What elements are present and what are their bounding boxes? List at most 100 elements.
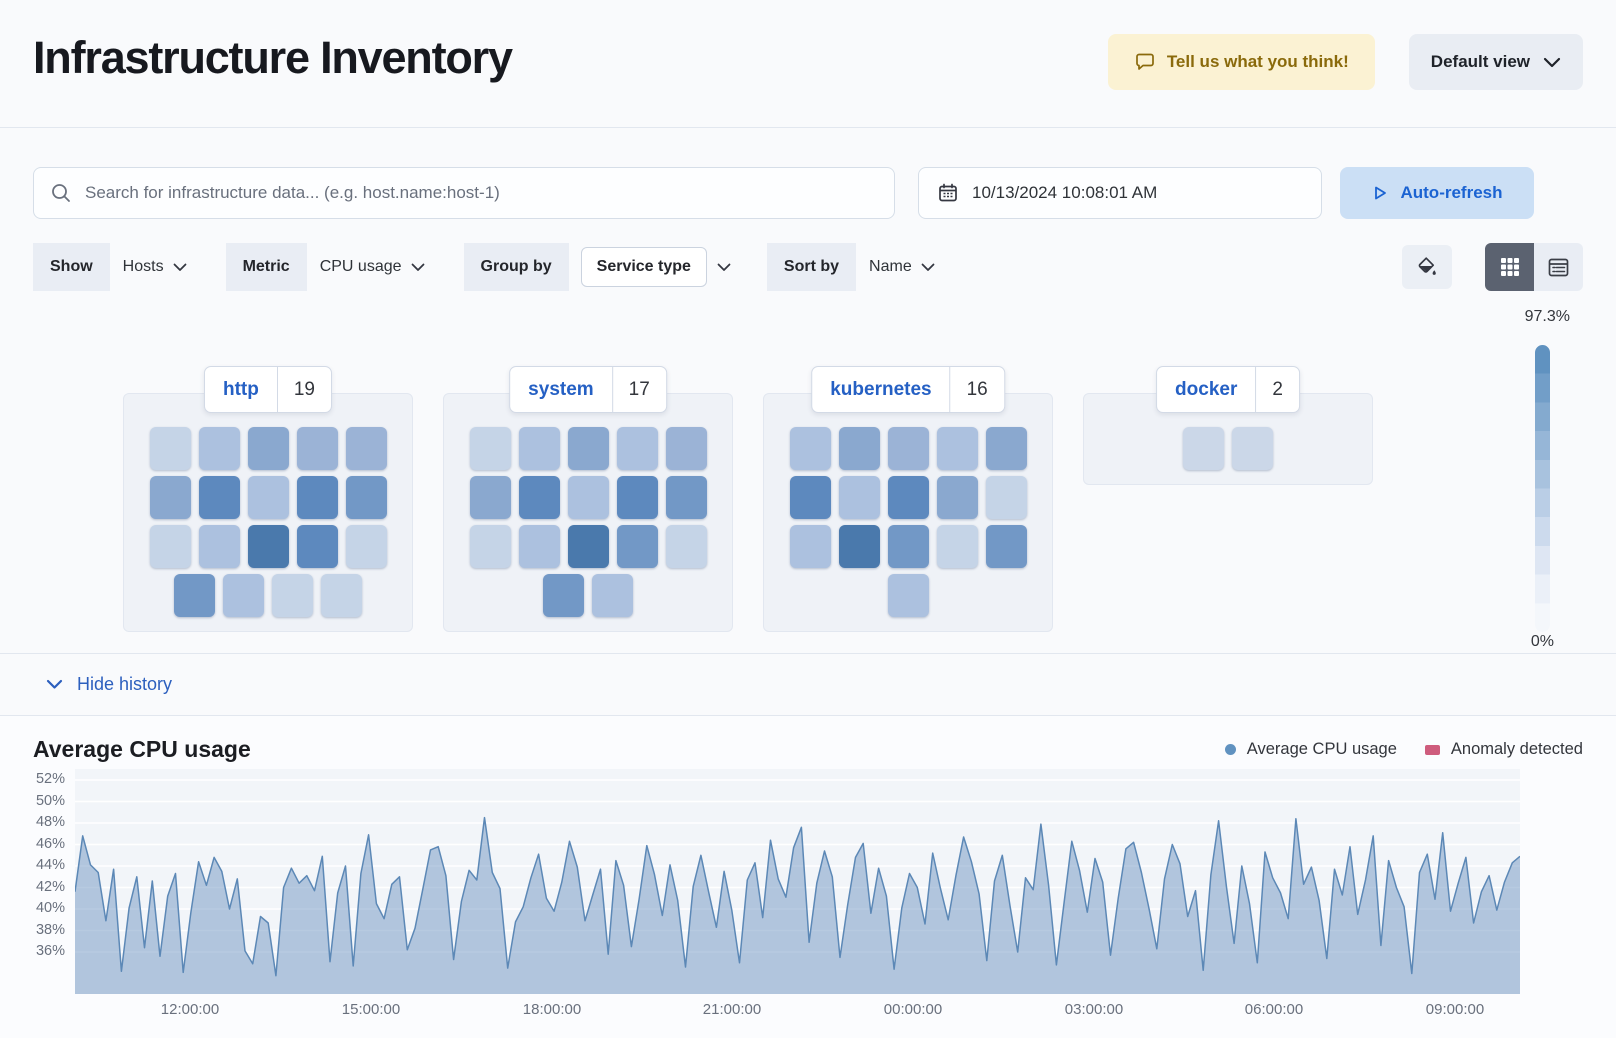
filter-sort-by-label: Sort by <box>766 243 857 291</box>
host-tile[interactable] <box>592 574 633 617</box>
group-name-link[interactable]: system <box>528 378 594 400</box>
host-tile[interactable] <box>345 476 387 519</box>
x-axis-tick: 21:00:00 <box>702 1001 762 1018</box>
date-picker[interactable]: 10/13/2024 10:08:01 AM <box>918 167 1322 219</box>
legend-item-anomaly[interactable]: Anomaly detected <box>1424 740 1583 759</box>
group-name-link[interactable]: docker <box>1175 378 1238 400</box>
host-tile[interactable] <box>567 476 609 519</box>
group-count: 19 <box>293 378 316 400</box>
host-tile[interactable] <box>272 574 313 617</box>
host-tile[interactable] <box>247 525 289 568</box>
waffle-group-docker: docker 2 <box>1083 366 1373 485</box>
filter-group-by-label: Group by <box>463 243 569 291</box>
filter-group-by-chip[interactable]: Service type <box>580 247 707 287</box>
feedback-button[interactable]: Tell us what you think! <box>1107 34 1375 90</box>
group-name-link[interactable]: kubernetes <box>830 378 932 400</box>
chevron-down-icon <box>46 679 63 690</box>
host-tile[interactable] <box>665 427 707 470</box>
host-tile[interactable] <box>789 427 831 470</box>
legend-square-icon <box>1424 744 1440 755</box>
y-axis-tick: 44% <box>35 857 65 873</box>
hide-history-toggle[interactable]: Hide history <box>0 653 1616 715</box>
host-tile[interactable] <box>1232 427 1273 470</box>
view-dropdown[interactable]: Default view <box>1408 34 1583 90</box>
group-count: 2 <box>1272 378 1283 400</box>
host-tile[interactable] <box>616 427 658 470</box>
color-scale-bar <box>1535 345 1550 632</box>
host-tile[interactable] <box>469 525 511 568</box>
host-tile[interactable] <box>567 427 609 470</box>
host-tile[interactable] <box>149 476 191 519</box>
host-tile[interactable] <box>296 525 338 568</box>
host-tile[interactable] <box>174 574 215 617</box>
search-icon <box>50 182 72 204</box>
host-tile[interactable] <box>936 427 978 470</box>
host-tile[interactable] <box>469 427 511 470</box>
grid-icon <box>1500 258 1519 276</box>
host-tile[interactable] <box>838 427 880 470</box>
host-tile[interactable] <box>887 427 929 470</box>
tile-row <box>124 476 412 519</box>
filter-metric-value[interactable]: CPU usage <box>307 258 438 276</box>
host-tile[interactable] <box>567 525 609 568</box>
host-tile[interactable] <box>985 476 1027 519</box>
host-tile[interactable] <box>985 525 1027 568</box>
search-input[interactable] <box>85 183 878 203</box>
group-name-link[interactable]: http <box>222 378 259 400</box>
host-tile[interactable] <box>247 476 289 519</box>
paint-bucket-icon <box>1418 257 1436 275</box>
calendar-icon <box>937 182 959 204</box>
table-view-button[interactable] <box>1534 243 1583 291</box>
chevron-down-icon <box>1543 57 1561 68</box>
host-tile[interactable] <box>665 476 707 519</box>
host-tile[interactable] <box>518 525 560 568</box>
host-tile[interactable] <box>345 427 387 470</box>
host-tile[interactable] <box>887 525 929 568</box>
host-tile[interactable] <box>838 476 880 519</box>
chart-title: Average CPU usage <box>33 736 251 762</box>
host-tile[interactable] <box>543 574 584 617</box>
host-tile[interactable] <box>838 525 880 568</box>
host-tile[interactable] <box>985 427 1027 470</box>
host-tile[interactable] <box>936 476 978 519</box>
host-tile[interactable] <box>198 525 240 568</box>
cpu-usage-chart[interactable] <box>74 769 1521 994</box>
host-tile[interactable] <box>223 574 264 617</box>
host-tile[interactable] <box>198 427 240 470</box>
grid-view-button[interactable] <box>1485 243 1534 291</box>
filter-show-value[interactable]: Hosts <box>110 258 200 276</box>
badge-divider <box>949 367 951 412</box>
host-tile[interactable] <box>789 525 831 568</box>
host-tile[interactable] <box>321 574 362 617</box>
host-tile[interactable] <box>887 476 929 519</box>
filter-group-by-chevron[interactable] <box>707 263 741 272</box>
host-tile[interactable] <box>469 476 511 519</box>
auto-refresh-button[interactable]: Auto-refresh <box>1340 167 1534 219</box>
host-tile[interactable] <box>518 476 560 519</box>
filter-sort-by-value[interactable]: Name <box>856 258 948 276</box>
host-tile[interactable] <box>887 574 929 617</box>
host-tile[interactable] <box>1183 427 1224 470</box>
page-title: Infrastructure Inventory <box>33 32 513 83</box>
host-tile[interactable] <box>665 525 707 568</box>
host-tile[interactable] <box>149 525 191 568</box>
legend-item-cpu[interactable]: Average CPU usage <box>1224 740 1397 759</box>
waffle-group-http: http 19 <box>123 366 413 632</box>
history-panel: Average CPU usage Average CPU usage Anom… <box>0 715 1616 1038</box>
tile-row <box>764 427 1052 470</box>
tile-row <box>124 525 412 568</box>
host-tile[interactable] <box>936 525 978 568</box>
host-tile[interactable] <box>616 476 658 519</box>
color-palette-button[interactable] <box>1402 245 1452 289</box>
host-tile[interactable] <box>247 427 289 470</box>
host-tile[interactable] <box>518 427 560 470</box>
host-tile[interactable] <box>616 525 658 568</box>
host-tile[interactable] <box>149 427 191 470</box>
host-tile[interactable] <box>789 476 831 519</box>
host-tile[interactable] <box>198 476 240 519</box>
header-actions: Tell us what you think! Default view <box>1107 34 1583 90</box>
host-tile[interactable] <box>296 476 338 519</box>
filter-show: Show Hosts <box>33 243 200 291</box>
host-tile[interactable] <box>345 525 387 568</box>
host-tile[interactable] <box>296 427 338 470</box>
